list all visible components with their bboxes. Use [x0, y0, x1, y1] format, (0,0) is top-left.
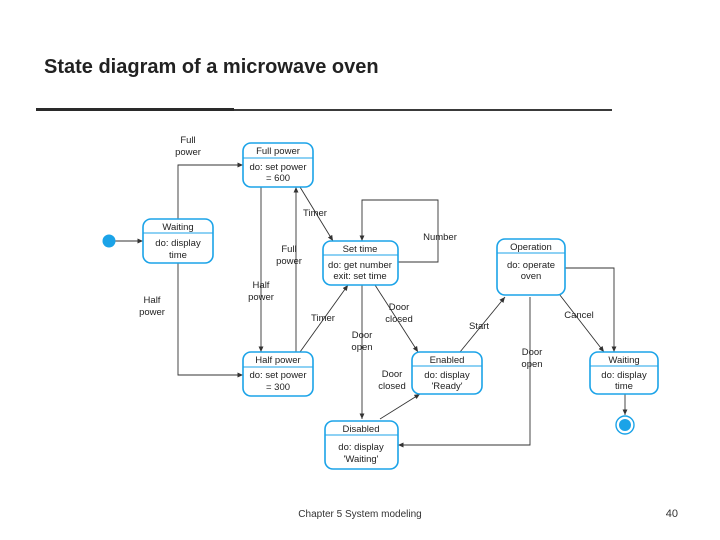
svg-text:Enabled: Enabled	[430, 355, 465, 366]
label-half-power-mid: Half	[253, 280, 270, 291]
state-set-time: Set time do: get number exit: set time	[322, 240, 399, 286]
svg-text:do: get number: do: get number	[328, 260, 392, 271]
svg-text:Waiting: Waiting	[162, 222, 193, 233]
edge-settime-enabled	[374, 284, 419, 353]
label-cancel: Cancel	[564, 310, 594, 321]
label-timer-top: Timer	[303, 208, 327, 219]
label-door-closed-2: Door	[382, 369, 403, 380]
edge-fullpower-settime	[299, 186, 334, 242]
edge-enabled-operation	[459, 296, 506, 353]
label-door-closed-1: Door	[389, 302, 410, 313]
initial-node	[102, 234, 116, 248]
svg-text:time: time	[169, 250, 187, 261]
svg-text:power: power	[139, 307, 165, 318]
state-half-power: Half power do: set power = 300	[242, 351, 314, 397]
state-waiting: Waiting do: display time	[142, 218, 214, 264]
svg-text:open: open	[521, 359, 542, 370]
svg-text:Set time: Set time	[343, 244, 378, 255]
state-name: Full power	[256, 146, 300, 157]
state-operation: Operation do: operate oven	[496, 238, 566, 296]
edge-operation-waiting2-cancel	[555, 289, 605, 353]
state-full-power: Full power do: set power = 600	[242, 142, 314, 188]
svg-text:Operation: Operation	[510, 242, 552, 253]
label-timer-mid: Timer	[311, 313, 335, 324]
svg-text:do: operate: do: operate	[507, 260, 555, 271]
edge-halfpower-settime	[299, 284, 349, 353]
state-enabled: Enabled do: display 'Ready'	[411, 351, 483, 395]
svg-text:exit: set time: exit: set time	[333, 271, 386, 282]
svg-text:do: display: do: display	[601, 370, 647, 381]
svg-text:do: display: do: display	[155, 238, 201, 249]
svg-text:closed: closed	[385, 314, 412, 325]
slide-title: State diagram of a microwave oven	[44, 56, 379, 78]
svg-text:Disabled: Disabled	[343, 424, 380, 435]
svg-text:'Ready': 'Ready'	[431, 381, 462, 392]
svg-text:do: display: do: display	[338, 442, 384, 453]
svg-text:power: power	[175, 147, 201, 158]
svg-text:do: display: do: display	[424, 370, 470, 381]
edge-disabled-enabled	[379, 393, 421, 420]
edge-waiting-halfpower	[177, 261, 243, 378]
label-half-power-left: Half	[144, 295, 161, 306]
label-door-open-1: Door	[352, 330, 373, 341]
edge-waiting-fullpower	[177, 162, 243, 221]
svg-text:Half power: Half power	[255, 355, 300, 366]
svg-text:open: open	[351, 342, 372, 353]
edge-enabled-disabled	[398, 297, 531, 448]
footer-chapter: Chapter 5 System modeling	[298, 509, 422, 520]
svg-text:do: set power: do: set power	[249, 370, 306, 381]
state-waiting-2: Waiting do: display time	[589, 351, 659, 395]
final-node	[619, 419, 631, 431]
label-full-power-top: Full	[180, 135, 195, 146]
svg-text:time: time	[615, 381, 633, 392]
svg-text:oven: oven	[521, 271, 542, 282]
svg-text:Waiting: Waiting	[608, 355, 639, 366]
svg-text:power: power	[248, 292, 274, 303]
label-number: Number	[423, 232, 457, 243]
svg-text:closed: closed	[378, 381, 405, 392]
svg-text:power: power	[276, 256, 302, 267]
title-rule	[36, 108, 612, 111]
svg-text:= 300: = 300	[266, 382, 290, 393]
page-number: 40	[665, 508, 678, 520]
svg-text:do: set power: do: set power	[249, 162, 306, 173]
label-full-power-mid: Full	[281, 244, 296, 255]
edge-settime-number-loop	[359, 199, 439, 263]
svg-text:= 600: = 600	[266, 173, 290, 184]
svg-text:'Waiting': 'Waiting'	[344, 454, 379, 465]
label-start: Start	[469, 321, 489, 332]
state-disabled: Disabled do: display 'Waiting'	[324, 420, 399, 470]
edge-operation-waiting2-top	[556, 267, 617, 352]
label-door-open-2: Door	[522, 347, 543, 358]
